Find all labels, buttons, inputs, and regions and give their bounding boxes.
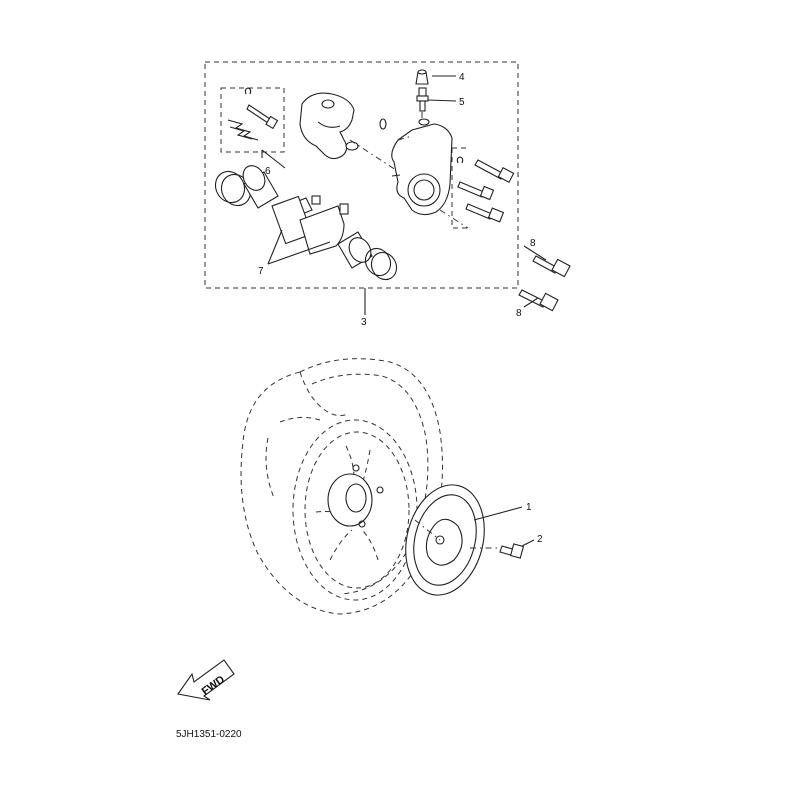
small-o-ring [379, 118, 387, 130]
bolt-group-bracket [451, 148, 468, 229]
label-part-8-upper: 8 [530, 238, 536, 249]
caliper-body [391, 118, 453, 216]
diagram-code: 5JH1351-0220 [176, 729, 242, 740]
part-labels: 4 5 6 7 3 8 8 1 2 [258, 72, 543, 545]
brake-pads [271, 195, 349, 255]
label-part-8-lower: 8 [516, 308, 522, 319]
label-part-1: 1 [526, 502, 532, 513]
caliper-assembly-group [204, 61, 571, 312]
forward-direction-arrow: FWD [177, 659, 235, 701]
pin-kit-parts [227, 87, 279, 141]
caliper-bolts [457, 159, 515, 223]
label-part-3: 3 [361, 317, 367, 328]
brake-disc [405, 484, 485, 596]
pin-kit-frame [220, 87, 285, 153]
caliper-bracket [299, 92, 359, 160]
bleed-cap [415, 69, 429, 85]
label-part-5: 5 [459, 97, 465, 108]
wheel-hub [327, 473, 373, 527]
label-part-6: 6 [265, 166, 271, 177]
bleed-screw [416, 87, 429, 112]
leader-lines [261, 75, 547, 547]
label-part-4: 4 [459, 72, 465, 83]
disc-bolt [499, 543, 525, 559]
label-part-7: 7 [258, 266, 264, 277]
piston-upper [242, 165, 279, 209]
tire-outline [240, 358, 443, 615]
label-part-2: 2 [537, 534, 543, 545]
piston-lower [337, 231, 373, 269]
mount-bolt-lower [518, 289, 559, 312]
mount-bolt-upper [532, 255, 571, 278]
wheel-assembly [240, 358, 443, 615]
caliper-assembly-frame [204, 61, 519, 289]
piston-seal-lower [364, 247, 398, 281]
